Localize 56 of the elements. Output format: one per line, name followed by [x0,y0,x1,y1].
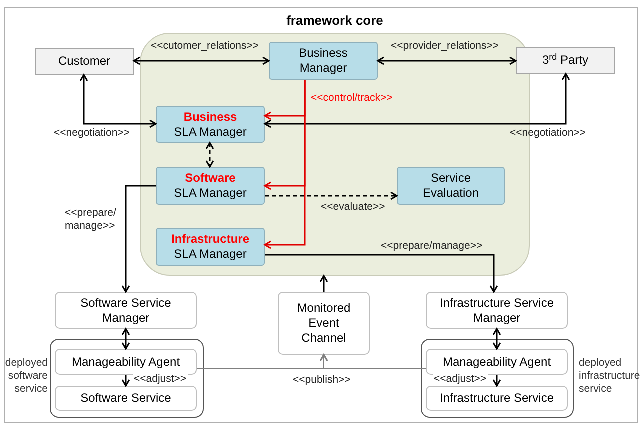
edge-label: <<prepare/manage>> [380,240,484,253]
service-box [426,386,568,411]
agent-box [426,349,568,375]
node-heading: Business [184,110,238,124]
node-label: SLA Manager [174,186,247,201]
connector-arrow [80,74,157,128]
node-label: Customer [58,54,110,69]
actor-box [516,47,615,74]
node-label: Business Manager [298,46,349,76]
service-box [55,386,197,411]
node-label: Infrastructure Service [440,391,554,406]
connector-arrow [320,354,426,370]
connector-arrow [492,375,502,387]
manager-box [156,228,265,266]
manager-box [426,292,568,329]
edge-label: <<cutomer_relations>> [150,40,260,53]
connector-arrow [133,56,270,66]
node-label: Monitored Event Channel [296,301,352,346]
region-title: framework core [286,13,384,28]
connector-arrow [320,275,328,292]
node-heading: Software [185,171,236,186]
node-label: 3$^{rd}$ Party [542,53,589,68]
connector-arrow [264,80,306,250]
manager-box [156,106,265,143]
node-heading: Infrastructure [171,232,250,247]
edge-label: <<publish>> [292,374,352,387]
node-label: SLA Manager [174,247,247,262]
node-label: Service Evaluation [422,171,480,201]
connector-arrow [122,328,130,350]
connector-arrow [265,192,398,200]
connector-arrow [492,328,502,350]
connector-arrow [265,254,498,293]
connector-arrow [264,73,570,128]
node-label: SLA Manager [174,124,247,140]
node-label: Manageability Agent [72,354,180,370]
node-label: Software Service [80,391,172,406]
connector-arrow [122,375,130,387]
node-label: Manageability Agent [442,354,552,370]
agent-box [55,349,197,375]
manager-box [156,167,265,205]
group-caption: deployed software service [4,357,48,396]
edge-label: <<provider_relations>> [390,40,500,53]
edge-label: <<adjust>> [133,373,188,386]
manager-box [269,42,378,80]
edge-label: <<negotiation>> [509,127,587,140]
node-label: Infrastructure Service Manager [438,296,556,326]
manager-box [55,292,197,329]
channel-box [278,292,370,355]
edge-label: <<adjust>> [433,373,488,386]
group-caption: deployed infrastructure service [579,357,641,396]
process-box [397,167,505,205]
actor-box [35,48,134,75]
connector-arrow [122,185,156,293]
connector-arrow [377,56,517,66]
node-label: Software Service Manager [80,296,172,326]
connector-arrow [206,142,214,168]
